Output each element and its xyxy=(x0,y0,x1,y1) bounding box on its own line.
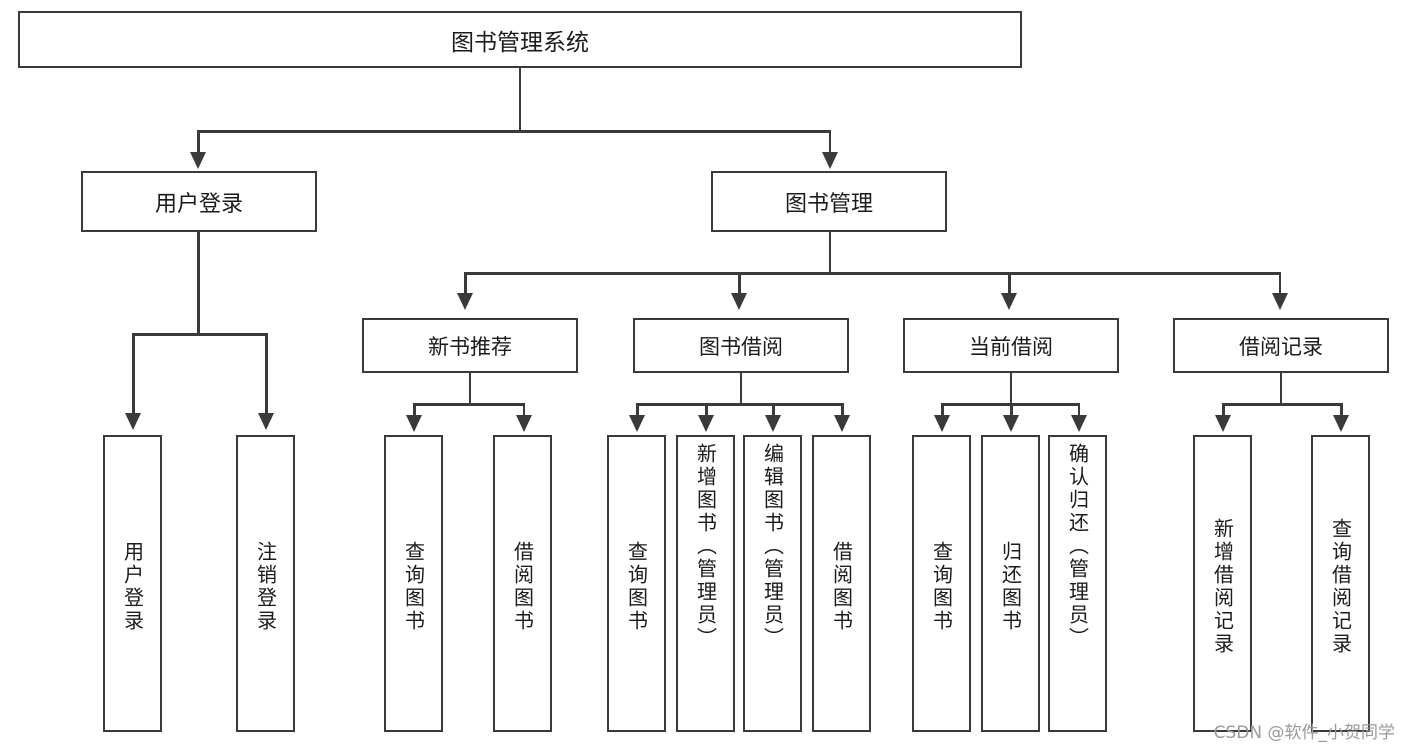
leaf-book-borrow-query-books[interactable]: 查询图书 xyxy=(607,435,666,732)
node-new-book-recommend[interactable]: 新书推荐 xyxy=(362,318,578,373)
connector-new-book-leaf1 xyxy=(413,403,416,417)
connector-book-borrow-leaf2 xyxy=(705,403,708,417)
connector-book-manage-stem xyxy=(828,232,831,274)
arrowhead-current-borrow xyxy=(1001,293,1017,310)
connector-book-manage-bus xyxy=(464,272,1281,275)
node-label: 用户登录 xyxy=(154,191,243,217)
connector-new-book-stem xyxy=(468,373,471,405)
node-label: 图书借阅 xyxy=(699,334,783,359)
connector-borrow-record-leaf1 xyxy=(1222,403,1225,417)
arrowhead-user-login-leaf1 xyxy=(125,413,141,430)
connector-new-book-leaf2 xyxy=(522,403,525,417)
node-root-library-system[interactable]: 图书管理系统 xyxy=(18,11,1022,68)
leaf-label: 编辑图书（管理员） xyxy=(760,443,785,650)
connector-new-book-bus xyxy=(413,403,525,406)
node-book-management[interactable]: 图书管理 xyxy=(711,171,947,232)
leaf-current-borrow-confirm-return-admin[interactable]: 确认归还（管理员） xyxy=(1048,435,1107,732)
node-label: 新书推荐 xyxy=(428,334,512,359)
connector-to-new-book xyxy=(464,272,467,295)
leaf-book-borrow-edit-book-admin[interactable]: 编辑图书（管理员） xyxy=(743,435,802,732)
leaf-new-book-borrow-books[interactable]: 借阅图书 xyxy=(493,435,552,732)
leaf-user-login-login[interactable]: 用户登录 xyxy=(103,435,162,732)
leaf-label: 查询图书 xyxy=(929,540,954,633)
node-label: 图书管理 xyxy=(784,191,873,217)
arrowhead-book-borrow-leaf4 xyxy=(834,415,850,432)
leaf-label: 注销登录 xyxy=(253,540,278,633)
connector-borrow-record-bus xyxy=(1222,403,1342,406)
node-label: 借阅记录 xyxy=(1239,334,1323,359)
node-label: 图书管理系统 xyxy=(451,29,589,56)
connector-user-login-stem xyxy=(197,232,200,335)
leaf-label: 查询图书 xyxy=(401,540,426,633)
arrowhead-new-book-leaf1 xyxy=(406,415,422,432)
arrowhead-book-manage xyxy=(821,152,838,169)
connector-root-stem xyxy=(518,68,521,132)
connector-book-borrow-leaf3 xyxy=(772,403,775,417)
arrowhead-book-borrow-leaf2 xyxy=(698,415,714,432)
leaf-label: 查询图书 xyxy=(624,540,649,633)
arrowhead-borrow-record-leaf1 xyxy=(1215,415,1231,432)
connector-root-to-book-manage xyxy=(828,130,831,155)
csdn-watermark: CSDN @软件_小贺同学 xyxy=(1213,723,1395,743)
arrowhead-user-login xyxy=(190,152,206,169)
arrowhead-book-borrow-leaf1 xyxy=(629,415,645,432)
node-user-login[interactable]: 用户登录 xyxy=(81,171,317,232)
connector-to-borrow-record xyxy=(1278,272,1281,295)
connector-current-borrow-leaf3 xyxy=(1077,403,1080,417)
leaf-borrow-record-query-record[interactable]: 查询借阅记录 xyxy=(1311,435,1370,732)
leaf-borrow-record-add-record[interactable]: 新增借阅记录 xyxy=(1193,435,1252,732)
connector-book-borrow-leaf4 xyxy=(841,403,844,417)
leaf-current-borrow-return-books[interactable]: 归还图书 xyxy=(981,435,1040,732)
connector-user-login-leaf1 xyxy=(132,333,135,415)
connector-borrow-record-stem xyxy=(1279,373,1282,405)
arrowhead-user-login-leaf2 xyxy=(258,413,274,430)
arrowhead-current-borrow-leaf1 xyxy=(934,415,950,432)
arrowhead-borrow-record-leaf2 xyxy=(1333,415,1349,432)
node-book-borrow[interactable]: 图书借阅 xyxy=(633,318,849,373)
leaf-book-borrow-add-book-admin[interactable]: 新增图书（管理员） xyxy=(676,435,735,732)
leaf-user-login-logout[interactable]: 注销登录 xyxy=(236,435,295,732)
leaf-label: 用户登录 xyxy=(120,540,145,633)
connector-borrow-record-leaf2 xyxy=(1340,403,1343,417)
leaf-book-borrow-borrow-books[interactable]: 借阅图书 xyxy=(812,435,871,732)
connector-current-borrow-leaf2 xyxy=(1010,403,1013,417)
arrowhead-borrow-record xyxy=(1271,293,1288,310)
leaf-label: 借阅图书 xyxy=(829,540,854,633)
connector-root-to-user-login xyxy=(197,130,200,155)
connector-book-borrow-leaf1 xyxy=(636,403,639,417)
connector-to-current-borrow xyxy=(1008,272,1011,295)
leaf-label: 查询借阅记录 xyxy=(1328,517,1353,656)
connector-to-book-borrow xyxy=(738,272,741,295)
leaf-label: 新增借阅记录 xyxy=(1210,517,1235,656)
connector-book-borrow-stem xyxy=(739,373,742,405)
leaf-new-book-query-books[interactable]: 查询图书 xyxy=(384,435,443,732)
connector-user-login-leaf2 xyxy=(265,333,268,415)
leaf-label: 借阅图书 xyxy=(510,540,535,633)
leaf-label: 确认归还（管理员） xyxy=(1065,443,1090,650)
arrowhead-new-book-leaf2 xyxy=(515,415,532,432)
leaf-label: 归还图书 xyxy=(998,540,1023,633)
arrowhead-book-borrow-leaf3 xyxy=(765,415,781,432)
node-borrow-record[interactable]: 借阅记录 xyxy=(1173,318,1389,373)
connector-current-borrow-stem xyxy=(1009,373,1012,405)
connector-book-borrow-bus xyxy=(636,403,844,406)
node-current-borrow[interactable]: 当前借阅 xyxy=(903,318,1119,373)
connector-user-login-bus xyxy=(132,333,265,336)
connector-root-bus xyxy=(197,130,831,133)
arrowhead-current-borrow-leaf3 xyxy=(1070,415,1087,432)
arrowhead-book-borrow xyxy=(731,293,747,310)
leaf-label: 新增图书（管理员） xyxy=(693,443,718,650)
arrowhead-new-book xyxy=(457,293,473,310)
connector-current-borrow-leaf1 xyxy=(941,403,944,417)
node-label: 当前借阅 xyxy=(969,334,1053,359)
arrowhead-current-borrow-leaf2 xyxy=(1003,415,1019,432)
leaf-current-borrow-query-books[interactable]: 查询图书 xyxy=(912,435,971,732)
